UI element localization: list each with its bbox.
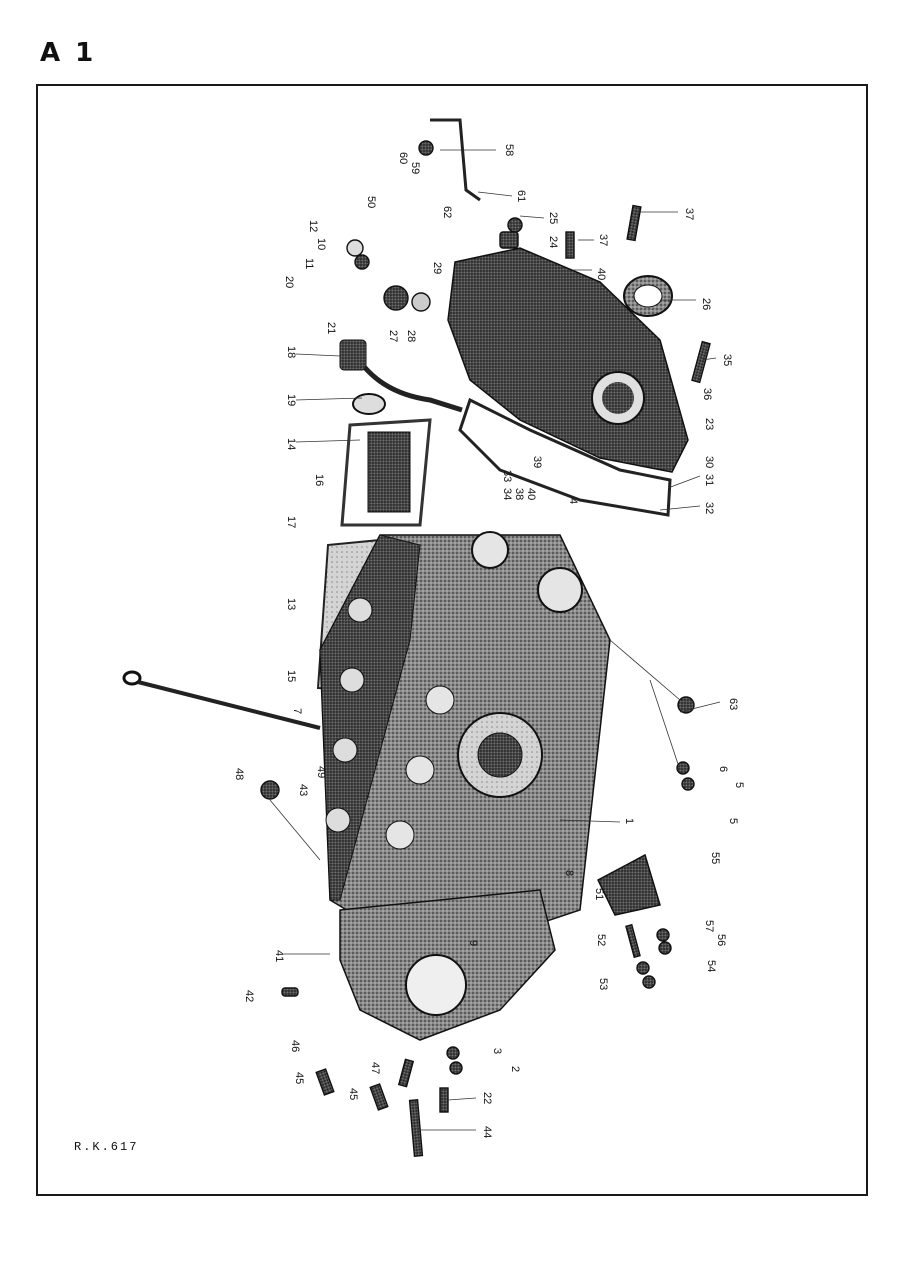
callout-label: 30 [703, 456, 715, 468]
callout-label: 31 [703, 474, 715, 486]
timing-cover [447, 247, 689, 473]
callout-label: 50 [365, 196, 377, 208]
oil-pressure-pipe [430, 118, 481, 202]
callout-label: 7 [291, 708, 303, 714]
callout-label: 63 [727, 698, 739, 710]
callout-label: 36 [701, 388, 713, 400]
callout-label: 35 [721, 354, 733, 366]
callout-label: 14 [285, 438, 297, 450]
callout-label: 32 [703, 502, 715, 514]
callout-label: 44 [481, 1126, 493, 1138]
callout-label: 37 [597, 234, 609, 246]
callout-label: 29 [431, 262, 443, 274]
callout-label: 46 [289, 1040, 301, 1052]
callout-label: 12 [307, 220, 319, 232]
cylinder-block [319, 531, 611, 961]
callout-label: 57 [703, 920, 715, 932]
callout-label: 27 [387, 330, 399, 342]
callout-label: 38 [513, 488, 525, 500]
callout-label: 61 [515, 190, 527, 202]
oil-strainer-pipe [339, 339, 463, 415]
callout-label: 42 [243, 990, 255, 1002]
callout-label: 13 [285, 598, 297, 610]
callout-label: 53 [597, 978, 609, 990]
callout-label: 52 [595, 934, 607, 946]
page-label: A 1 [40, 38, 97, 68]
callout-label: 18 [285, 346, 297, 358]
callout-label: 34 [501, 488, 513, 500]
callout-label: 28 [405, 330, 417, 342]
callout-label: 2 [509, 1066, 521, 1072]
callout-label: 20 [283, 276, 295, 288]
fasteners [260, 140, 711, 1158]
callout-label: 45 [347, 1088, 359, 1100]
leader-lines [269, 149, 721, 1131]
reference-code: R.K.617 [74, 1140, 139, 1154]
callout-label: 45 [293, 1072, 305, 1084]
callout-label: 17 [285, 516, 297, 528]
callout-label: 4 [567, 498, 579, 504]
callout-label: 24 [547, 236, 559, 248]
callout-label: 10 [315, 238, 327, 250]
callout-label: 40 [595, 268, 607, 280]
callout-label: 21 [325, 322, 337, 334]
callout-labels: 60 59 58 61 62 50 12 10 11 25 24 37 37 2… [233, 144, 745, 1138]
callout-label: 33 [501, 470, 513, 482]
callout-label: 11 [303, 258, 315, 269]
callout-label: 51 [593, 888, 605, 900]
callout-label: 56 [715, 934, 727, 946]
callout-label: 43 [297, 784, 309, 796]
callout-label: 49 [315, 766, 327, 778]
callout-label: 1 [623, 818, 635, 824]
callout-label: 6 [717, 766, 729, 772]
callout-label: 59 [409, 162, 421, 174]
callout-label: 5 [727, 818, 739, 824]
callout-label: 62 [441, 206, 453, 218]
callout-label: 26 [700, 298, 712, 310]
sump-gasket [340, 418, 432, 527]
callout-label: 58 [503, 144, 515, 156]
callout-label: 9 [467, 940, 479, 946]
callout-label: 23 [703, 418, 715, 430]
callout-label: 41 [273, 950, 285, 962]
callout-label: 54 [705, 960, 717, 972]
callout-label: 15 [285, 670, 297, 682]
callout-label: 40 [525, 488, 537, 500]
timing-cover-gasket [458, 397, 672, 517]
diagram-frame [36, 84, 868, 1196]
callout-label: 48 [233, 768, 245, 780]
oil-seal [623, 275, 673, 317]
callout-label: 55 [709, 852, 721, 864]
callout-label: 37 [683, 208, 695, 220]
rear-housing [339, 889, 556, 1041]
callout-label: 3 [491, 1048, 503, 1054]
callout-label: 60 [397, 152, 409, 164]
callout-label: 16 [313, 474, 325, 486]
callout-label: 39 [531, 456, 543, 468]
callout-label: 22 [481, 1092, 493, 1104]
callout-label: 25 [547, 212, 559, 224]
callout-label: 19 [285, 394, 297, 406]
callout-label: 5 [733, 782, 745, 788]
callout-label: 8 [563, 870, 575, 876]
dipstick [122, 670, 321, 730]
callout-label: 47 [369, 1062, 381, 1074]
engine-mount [597, 853, 661, 916]
